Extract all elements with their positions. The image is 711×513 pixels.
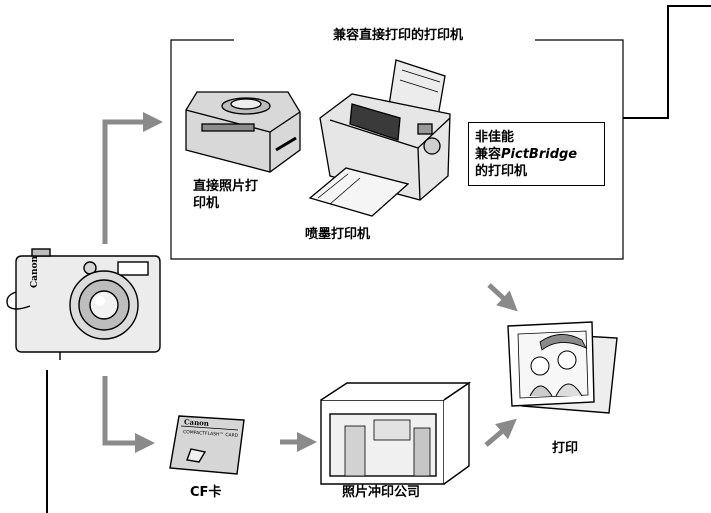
connector-line-top-right bbox=[623, 5, 711, 119]
printed-photo-illustration bbox=[507, 321, 618, 414]
canon-box-line1: 非佳能 bbox=[475, 130, 515, 145]
arrow-camera-to-cf-card bbox=[102, 376, 155, 453]
inkjet-printer-label: 喷墨打印机 bbox=[305, 227, 371, 242]
cf-card-illustration bbox=[169, 415, 245, 475]
canon-box-line2-prefix: 兼容 bbox=[475, 147, 502, 162]
canon-box-line3: 的打印机 bbox=[475, 164, 528, 179]
arrow-camera-to-printers bbox=[102, 112, 163, 244]
printers-group-title: 兼容直接打印的打印机 bbox=[268, 27, 528, 44]
pictbridge-brand-text: PictBridge bbox=[501, 147, 578, 162]
cf-card-label: CF卡 bbox=[190, 485, 222, 500]
print-output-label: 打印 bbox=[552, 441, 579, 456]
direct-photo-printer-label-line1: 直接照片打 bbox=[193, 179, 259, 194]
camera-illustration bbox=[6, 248, 161, 360]
direct-photo-printer-illustration bbox=[185, 91, 301, 173]
cf-card-brand-text: Canon bbox=[183, 417, 210, 428]
direct-photo-printer-label: 直接照片打 印机 bbox=[193, 178, 258, 212]
photo-lab-label: 照片冲印公司 bbox=[342, 485, 421, 500]
photo-lab-illustration bbox=[320, 381, 472, 485]
arrow-printers-to-print bbox=[487, 283, 518, 312]
non-canon-pictbridge-printer-box: 非佳能 兼容PictBridge 的打印机 bbox=[468, 122, 605, 186]
canon-box-line2: 兼容PictBridge bbox=[475, 146, 598, 163]
printers-group-frame bbox=[170, 39, 624, 260]
inkjet-printer-illustration bbox=[308, 59, 451, 217]
arrow-photo-lab-to-print bbox=[484, 418, 517, 447]
direct-photo-printer-label-line2: 印机 bbox=[193, 196, 220, 211]
camera-brand-text: Canon bbox=[30, 255, 40, 288]
